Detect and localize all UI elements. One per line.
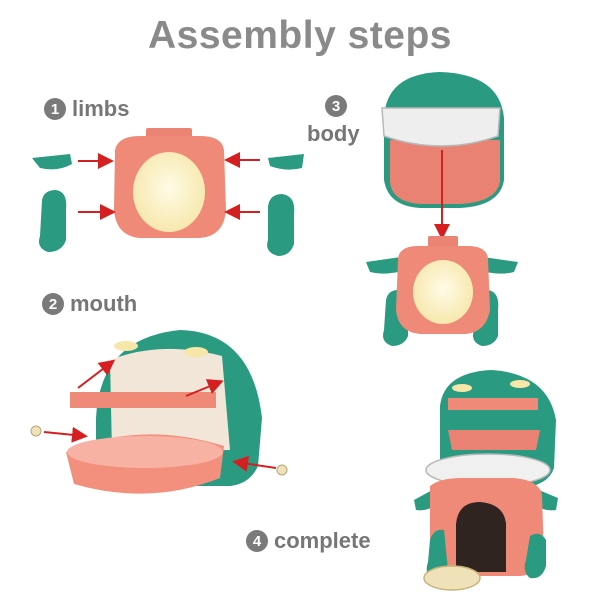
body-3-tab [428, 236, 458, 248]
step-1-label: 1 limbs [44, 96, 129, 122]
complete-latch-left [452, 384, 472, 392]
step-4-figure [414, 370, 558, 591]
lid-tray [381, 107, 501, 147]
step-3-text: body [307, 121, 360, 146]
step-3-figure [366, 72, 518, 346]
right-arm [268, 154, 304, 170]
complete-arch [456, 502, 506, 572]
step-2-figure [30, 330, 288, 494]
screw-right [276, 464, 288, 476]
latch-top-right [184, 347, 208, 357]
step-3-badge: 3 [325, 95, 347, 117]
arrow-screw-right [232, 455, 277, 472]
hinge-bar [70, 392, 216, 408]
page-title: Assembly steps [148, 14, 452, 57]
complete-hinge [448, 398, 538, 410]
left-leg [39, 190, 67, 252]
arrow-screw-left [43, 426, 88, 443]
arrow-hinge-right [185, 379, 224, 397]
step-2-badge: 2 [42, 293, 64, 315]
complete-jaw [448, 430, 540, 450]
step-2-label: 2 mouth [42, 291, 137, 317]
step-1-figure [32, 128, 304, 256]
lower-jaw-rim [67, 436, 223, 468]
step-4-badge: 4 [246, 530, 268, 552]
step-1-text: limbs [72, 96, 130, 121]
step-3-label: 3 body [307, 95, 360, 147]
screw-left [30, 425, 42, 437]
step-4-label: 4 complete [246, 528, 371, 554]
latch-top-left [114, 341, 138, 351]
body-3-belly [413, 260, 473, 324]
head-inner-mouth [390, 140, 500, 204]
step-4-text: complete [274, 528, 371, 553]
step-1-badge: 1 [44, 98, 66, 120]
right-leg [267, 194, 295, 256]
step-2-text: mouth [70, 291, 138, 316]
left-arm [32, 154, 72, 170]
complete-latch-right [510, 380, 530, 388]
complete-dish [423, 565, 481, 591]
arrow-hinge-left [77, 359, 116, 389]
belly-window [133, 152, 205, 232]
body-3-arm-left [366, 256, 408, 274]
complete-leg-right [524, 533, 546, 579]
